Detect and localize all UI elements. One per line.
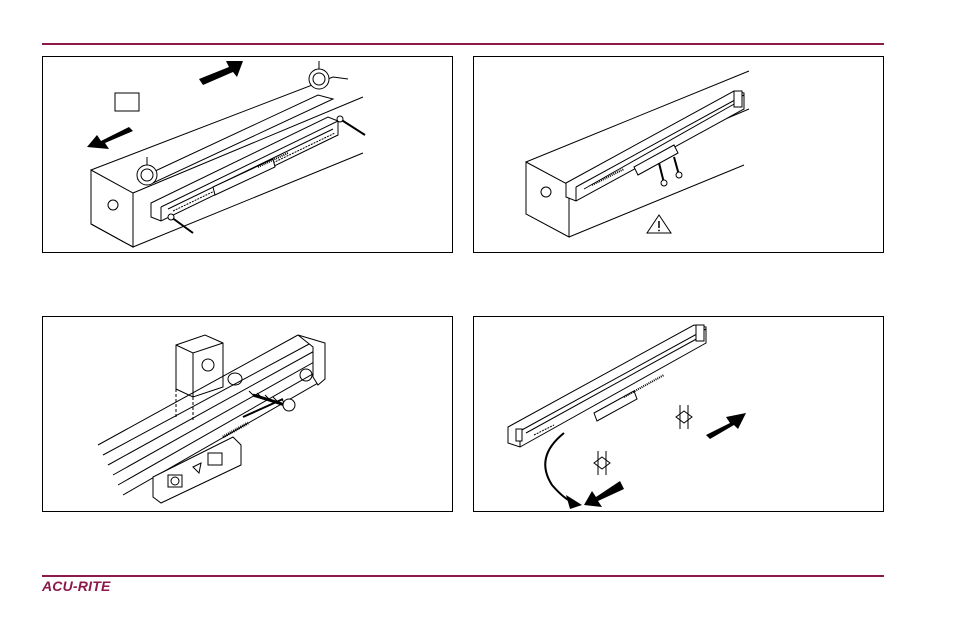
figure-1-drawing bbox=[43, 57, 453, 253]
box-icon bbox=[115, 93, 139, 111]
figure-3-drawing bbox=[43, 317, 453, 512]
figure-4-drawing bbox=[474, 317, 884, 512]
screw-icon bbox=[337, 116, 365, 135]
screw-icon bbox=[659, 163, 667, 186]
figure-remove-shipping-brackets bbox=[473, 316, 884, 512]
curved-arrow-icon bbox=[566, 495, 582, 509]
figure-scale-with-dial-indicators bbox=[42, 56, 453, 253]
screw-icon bbox=[674, 157, 682, 178]
curved-arrow-icon bbox=[545, 433, 574, 503]
dial-indicator-right-icon bbox=[309, 61, 329, 89]
dial-indicator-left-icon bbox=[137, 157, 157, 185]
footer-rule bbox=[42, 575, 884, 577]
warning-icon bbox=[647, 215, 671, 233]
figure-reader-head-closeup bbox=[42, 316, 453, 512]
header-rule bbox=[42, 43, 884, 45]
arrow-icon bbox=[87, 127, 133, 149]
figure-scale-with-warning bbox=[473, 56, 884, 253]
footer-brand: ACU-RITE bbox=[42, 578, 110, 594]
arrow-icon bbox=[199, 61, 243, 85]
arrow-icon bbox=[706, 413, 746, 439]
bracket-icon bbox=[594, 451, 610, 475]
arrow-icon bbox=[584, 481, 624, 507]
figure-2-drawing bbox=[474, 57, 884, 253]
bracket-icon bbox=[676, 405, 692, 429]
